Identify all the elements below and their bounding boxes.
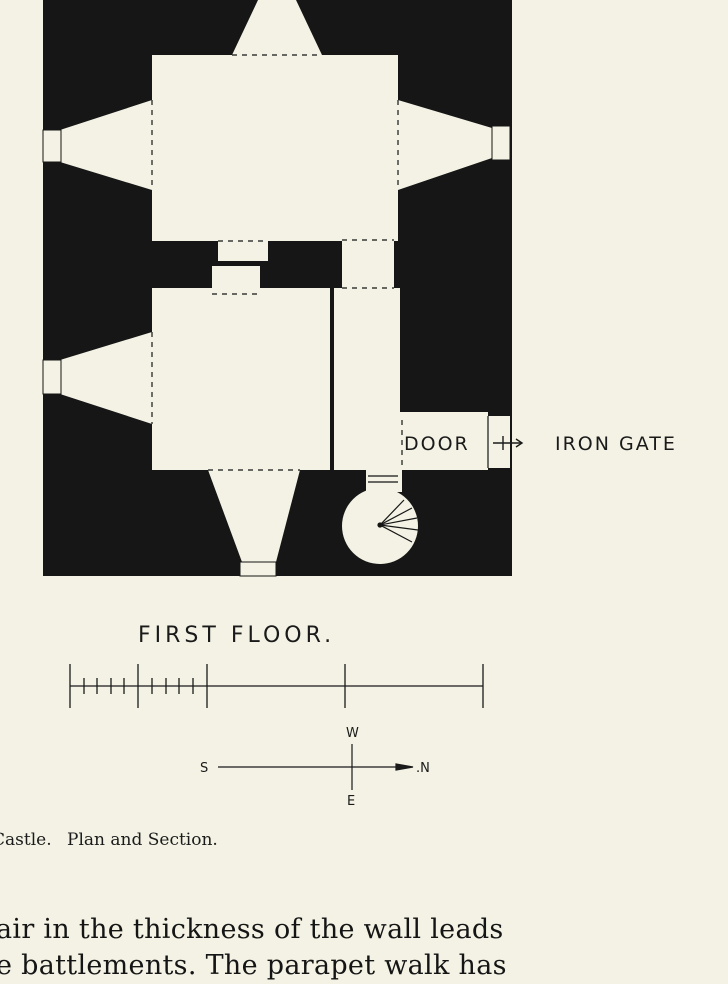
gate-arrow-icon [493, 436, 524, 450]
corridor-divider [330, 288, 334, 470]
body-text: air in the thickness of the wall leads e… [0, 912, 507, 984]
compass-south: S [200, 761, 208, 776]
text-line-2: e battlements. The parapet walk has [0, 950, 507, 981]
iron-gate-label: IRON GATE [555, 433, 677, 455]
compass-east: E [347, 794, 355, 809]
text-line-1: air in the thickness of the wall leads [0, 914, 504, 945]
caption-part-1: Castle. [0, 830, 52, 850]
compass-north: .N [416, 761, 430, 776]
window-slit-bottom [239, 561, 277, 577]
window-slit-upper-right [491, 125, 511, 161]
east-embrasure-upper [398, 100, 492, 190]
corridor [334, 288, 400, 470]
caption-part-2: Plan and Section. [67, 830, 218, 850]
passage-upper [218, 233, 268, 261]
figure-caption: Castle. Plan and Section. [0, 830, 228, 850]
north-embrasure-top [232, 0, 322, 55]
west-embrasure-upper [60, 100, 152, 190]
west-embrasure-lower [60, 332, 152, 424]
gate-recess [488, 416, 510, 468]
compass-west: W [346, 726, 359, 741]
south-embrasure-lower [208, 470, 300, 562]
door-label: DOOR [404, 433, 470, 455]
door-passage [400, 412, 488, 470]
window-slit-upper-left [42, 129, 62, 163]
stair-passage [342, 240, 394, 288]
lower-room [152, 288, 330, 470]
compass-rose [218, 744, 414, 790]
scale-bar [69, 664, 484, 708]
window-slit-lower-left [42, 359, 62, 395]
dashed-openings [151, 54, 403, 471]
stair-treads [379, 499, 419, 543]
floor-title: FIRST FLOOR. [138, 623, 335, 648]
upper-room [152, 55, 398, 241]
wall-lines [368, 416, 489, 483]
